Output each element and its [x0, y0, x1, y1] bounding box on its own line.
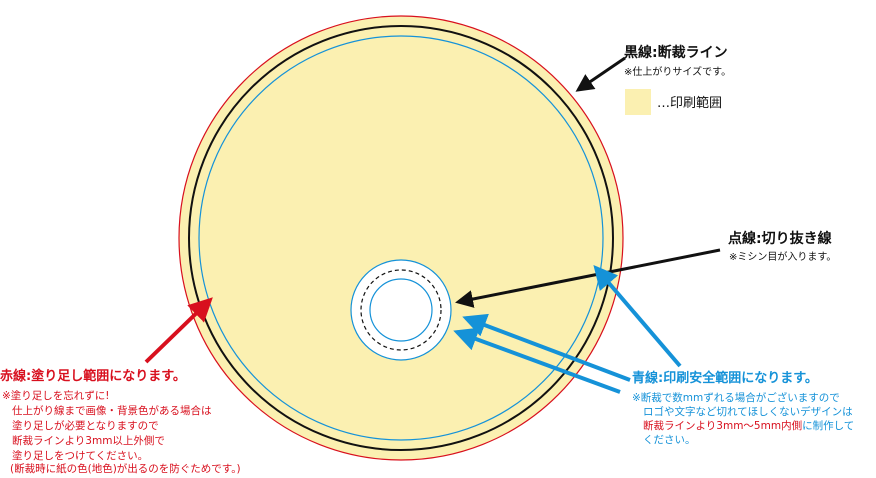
safe-arrow-hole-1 [462, 313, 631, 382]
perforation-note: ※ミシン目が入ります。 [729, 252, 837, 263]
cut-line-arrow [575, 56, 626, 92]
bleed-note-2: 仕上がり線まで画像・背景色がある場合は [12, 405, 212, 417]
safe-area-note-3-rest: に制作して [802, 420, 855, 432]
bleed-note-6: (断裁時に紙の色(地色)が出るのを防ぐためです。) [10, 463, 241, 475]
perforation-arrow [455, 248, 721, 308]
bleed-note-1: ※塗り足しを忘れずに! [2, 390, 110, 402]
cut-line-title: 黒線:断裁ライン [624, 45, 728, 61]
bleed-title: 赤線:塗り足し範囲になります。 [0, 369, 186, 384]
print-area-swatch [625, 89, 651, 115]
safe-area-note-2: ロゴや文字など切れてほしくないデザインは [643, 406, 853, 418]
safe-arrow-hole-2 [453, 327, 621, 394]
safe-arrow-outer [593, 264, 682, 368]
print-area-label: …印刷範囲 [657, 96, 723, 111]
cut-line-note: ※仕上がりサイズです。 [624, 67, 732, 78]
bleed-note-5: 塗り足しをつけてください。 [12, 450, 149, 462]
perforation-title: 点線:切り抜き線 [728, 231, 832, 247]
bleed-note-4: 断裁ラインより3mm以上外側で [12, 435, 165, 447]
safe-area-note-1: ※断裁で数mmずれる場合がございますので [632, 392, 840, 404]
hole-outer-safe-circle [350, 259, 452, 361]
bleed-arrow [144, 297, 213, 364]
hole-inner-safe-circle [369, 278, 433, 342]
cut-line-circle [188, 25, 614, 451]
safe-area-title: 青線:印刷安全範囲になります。 [632, 371, 818, 386]
safe-area-note-3: 断裁ラインより3mm〜5mm内側に制作して [643, 419, 854, 434]
perforation-circle [360, 269, 442, 351]
safe-area-circle [198, 35, 604, 441]
bleed-note-3: 塗り足しが必要となりますので [12, 420, 159, 432]
safe-area-note-3-highlight: 断裁ラインより3mm〜5mm内側 [643, 420, 803, 432]
safe-area-note-4: ください。 [643, 434, 696, 446]
